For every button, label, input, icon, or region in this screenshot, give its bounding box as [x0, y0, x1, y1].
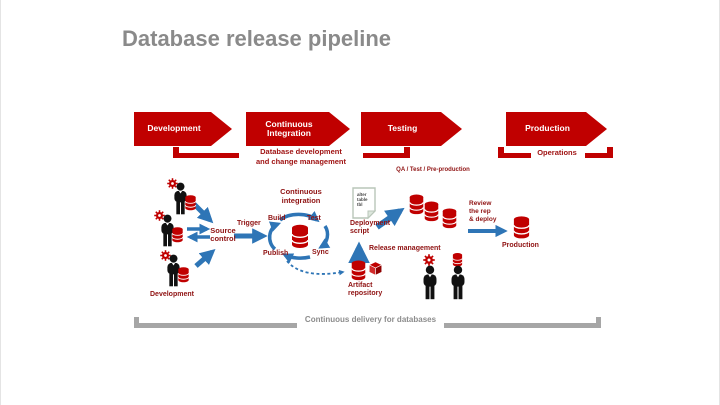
bracket-right-bar — [363, 153, 410, 158]
artifact-repository-label: Artifact repository — [348, 282, 383, 297]
person-icon — [419, 265, 441, 301]
operations-label: Operations — [537, 148, 577, 157]
ci-database-icon — [290, 222, 310, 250]
build-label: Build — [268, 215, 286, 222]
production-db-label: Production — [502, 242, 539, 249]
stage-testing: Testing — [361, 112, 462, 146]
bottom-left-tick — [134, 317, 139, 328]
bracket-right-tick — [404, 147, 410, 158]
release-management-label: Release management — [369, 245, 441, 252]
ops-person-dba — [447, 252, 471, 302]
trigger-label: Trigger — [237, 220, 261, 227]
stage-production-label: Production — [525, 123, 570, 134]
document-text: alter table tbl — [357, 192, 368, 207]
sync-label: Sync — [312, 249, 329, 256]
package-cube-icon — [368, 261, 383, 276]
review-deploy-label: Review the rep & deploy — [469, 200, 497, 223]
deployment-script-label: Deployment script — [350, 220, 391, 235]
test-label: Test — [307, 215, 321, 222]
test-database-icon — [423, 200, 440, 222]
artifact-database-icon — [350, 259, 367, 281]
bottom-right-tick — [596, 317, 601, 328]
bracket-left-tick — [173, 147, 179, 158]
page-title: Database release pipeline — [122, 26, 392, 51]
development-group-label: Development — [150, 291, 194, 298]
stage-development: Development — [134, 112, 232, 146]
developer-2 — [154, 210, 190, 250]
person-icon — [447, 265, 469, 301]
stage-development-label: Development — [147, 123, 201, 134]
database-icon — [184, 194, 197, 211]
arrow-publish-to-artifact — [286, 260, 345, 276]
dev-ci-span-label: Database development and change manageme… — [255, 147, 347, 166]
ci-header-label: Continuous integration — [280, 187, 322, 205]
operations-right-tick — [607, 147, 613, 158]
stage-testing-label: Testing — [387, 123, 418, 134]
operations-right-bar — [585, 153, 613, 158]
publish-label: Publish — [263, 250, 289, 257]
arc-test-sync — [318, 225, 331, 249]
production-database-icon — [512, 214, 531, 240]
bottom-span-label: Continuous delivery for databases — [304, 315, 437, 324]
operations-left-tick — [498, 147, 504, 158]
operations-left-bar — [498, 153, 531, 158]
stage-production: Production — [506, 112, 607, 146]
arc-publish-build — [267, 221, 282, 251]
developer-3 — [160, 250, 196, 290]
source-control-label: Source control — [210, 226, 236, 243]
arrow-dev3-to-source — [194, 248, 216, 268]
stage-continuous-integration: Continuous Integration — [246, 112, 350, 146]
bottom-left-bar — [134, 323, 297, 328]
stage-ci-label: Continuous Integration — [265, 118, 313, 138]
database-icon — [177, 266, 190, 283]
preprod-database-icon — [441, 207, 458, 229]
bracket-left-bar — [173, 153, 239, 158]
bottom-right-bar — [444, 323, 596, 328]
arc-sync-publish — [282, 253, 311, 264]
qa-span-label: QA / Test / Pre-production — [396, 167, 470, 173]
database-icon — [171, 226, 184, 243]
ops-person-gear — [419, 254, 443, 302]
